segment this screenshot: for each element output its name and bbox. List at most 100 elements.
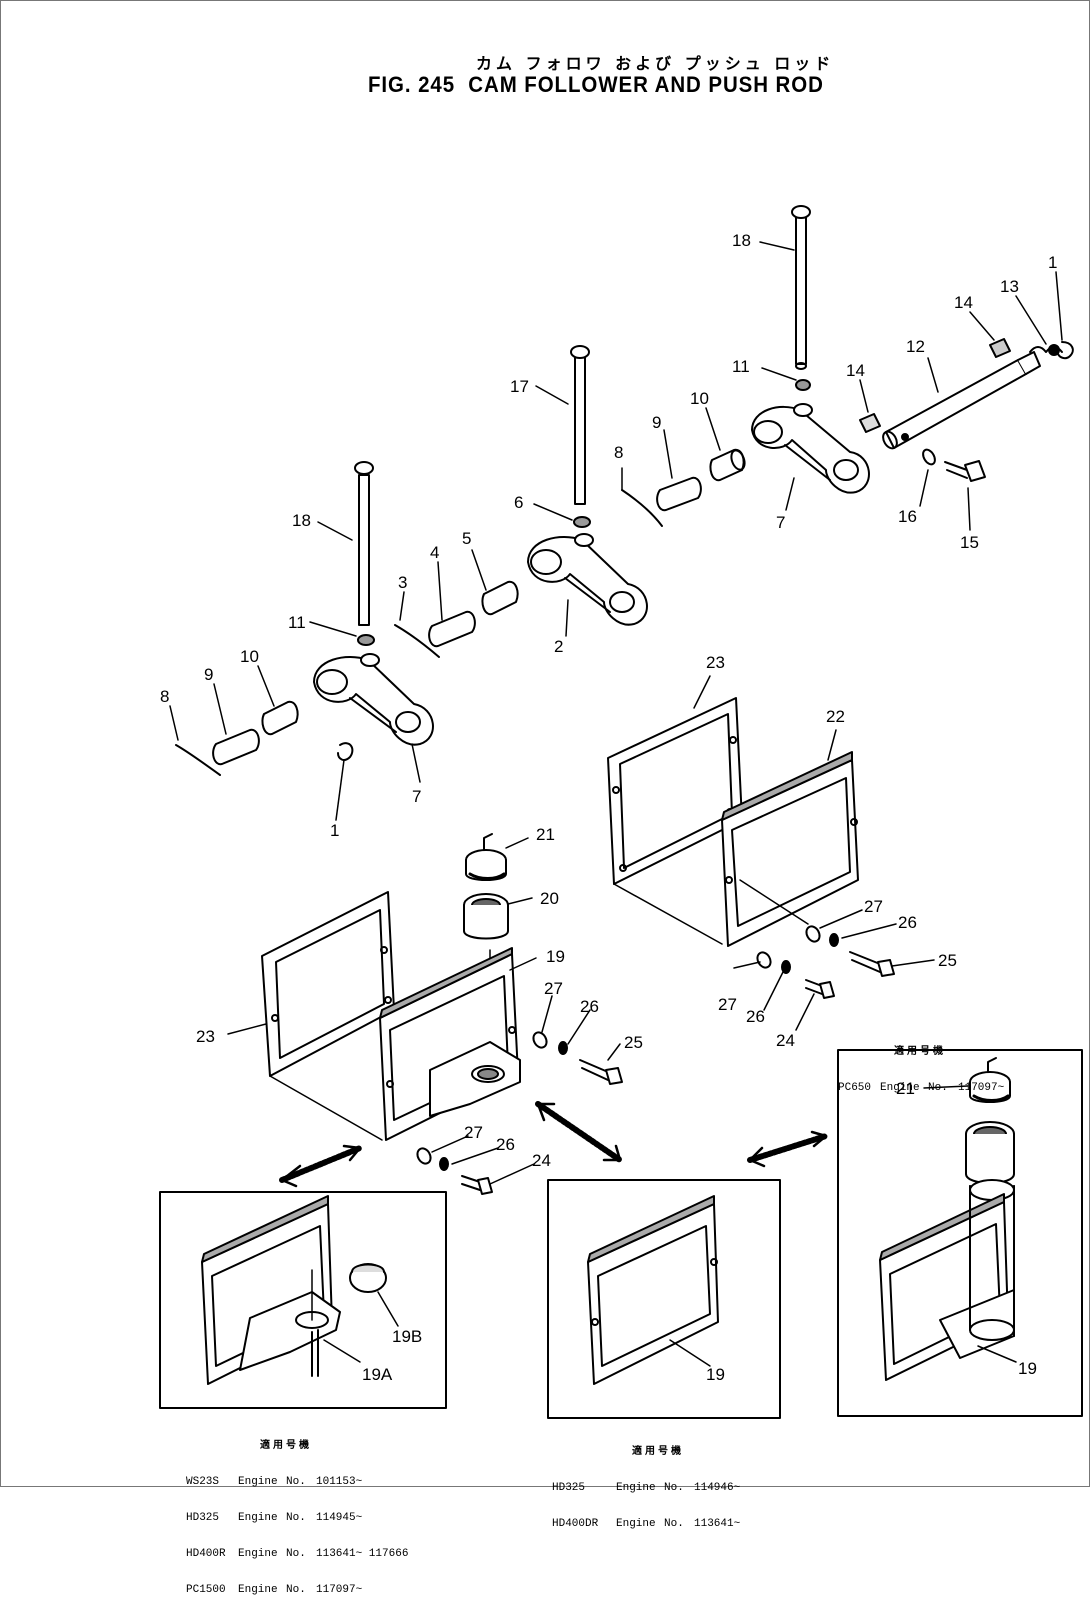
- variant-box-middle: [547, 1179, 781, 1419]
- cover-19A: [201, 1195, 341, 1385]
- bushing-10-lower: [261, 700, 299, 736]
- snap-ring-1-lower: [337, 742, 354, 761]
- callout-13: 13: [1000, 277, 1019, 296]
- callout-3: 3: [398, 573, 407, 592]
- cover-19-right: [879, 1185, 1015, 1381]
- callout-26-left-upper: 26: [580, 997, 599, 1016]
- callout-10-upper: 10: [690, 389, 709, 408]
- leader-line-23-right: [613, 883, 723, 945]
- arrow-to-variant-right: [747, 1130, 829, 1168]
- callout-18-upper: 18: [732, 231, 751, 250]
- callout-22: 22: [826, 707, 845, 726]
- callout-24-right: 24: [776, 1031, 795, 1050]
- snap-ring-13-spring: [1029, 344, 1063, 356]
- bolt-24-right: [805, 979, 835, 999]
- bolt-24-left: [461, 1175, 493, 1195]
- plug-14-lower: [859, 413, 881, 433]
- cover-19-middle: [587, 1195, 719, 1385]
- cover-22-right: [721, 751, 859, 947]
- shaft-end-8-upper: [621, 489, 663, 527]
- snap-ring-1-upper: [1057, 341, 1074, 360]
- callout-25-left: 25: [624, 1033, 643, 1052]
- callout-12: 12: [906, 337, 925, 356]
- callout-leaders: [169, 241, 1063, 1367]
- callout-19: 19: [546, 947, 565, 966]
- element-20-right: [965, 1121, 1015, 1184]
- callout-21: 21: [536, 825, 555, 844]
- variant-box-right: [837, 1049, 1083, 1417]
- callout-19-middle: 19: [706, 1365, 725, 1384]
- callout-8-lower: 8: [160, 687, 169, 706]
- breather-21: [465, 833, 507, 881]
- callout-27-left-lower: 27: [464, 1123, 483, 1142]
- gasket-23-right: [607, 697, 743, 885]
- cam-follower-7-lower: [313, 653, 434, 746]
- arrow-to-variant-middle: [535, 1101, 623, 1163]
- callout-7-lower: 7: [412, 787, 421, 806]
- cam-follower-7-upper: [751, 403, 870, 494]
- variant-box-left: [159, 1191, 447, 1409]
- callout-14-lower: 14: [846, 361, 865, 380]
- washer-26-left-upper: [558, 1041, 568, 1055]
- pushrod-18-lower: [354, 461, 374, 626]
- figure-caption: CAM FOLLOWER AND PUSH ROD: [468, 72, 824, 97]
- bolt-25-left: [579, 1059, 623, 1085]
- arrow-to-variant-left: [279, 1144, 363, 1188]
- washer-27-left-lower: [416, 1147, 432, 1165]
- callout-11-lower: 11: [288, 613, 306, 632]
- callout-6: 6: [514, 493, 523, 512]
- callout-9-lower: 9: [204, 665, 213, 684]
- callout-9-upper: 9: [652, 413, 661, 432]
- cap-19B: [349, 1263, 387, 1293]
- leader-line-23-left: [269, 1075, 383, 1141]
- washer-27-left-upper: [532, 1031, 548, 1049]
- note-heading: 適用号機: [894, 1046, 946, 1057]
- callout-2: 2: [554, 637, 563, 656]
- leader-line-22: [739, 879, 809, 925]
- element-20: [463, 893, 509, 940]
- callout-21-right: 21: [896, 1079, 915, 1098]
- breather-21-right: [969, 1057, 1011, 1103]
- cover-19: [379, 947, 521, 1141]
- washer-26-right-upper: [829, 933, 839, 947]
- callout-7-upper: 7: [776, 513, 785, 532]
- callout-19-right: 19: [1018, 1359, 1037, 1378]
- title-japanese: カム フォロワ および プッシュ ロッド: [476, 54, 835, 73]
- callout-8-upper: 8: [614, 443, 623, 462]
- bolt-25-right: [849, 951, 895, 977]
- pin-9-upper: [656, 476, 702, 512]
- callout-1-lower: 1: [330, 821, 339, 840]
- pin-4: [428, 610, 476, 648]
- note-heading: 適用号機: [260, 1440, 312, 1451]
- figure-title: FIG. 245 CAM FOLLOWER AND PUSH ROD: [368, 72, 824, 98]
- cup-11-lower: [357, 634, 375, 646]
- callout-26-right-upper: 26: [898, 913, 917, 932]
- cam-follower-2: [527, 533, 648, 626]
- callout-23-left: 23: [196, 1027, 215, 1046]
- callout-27-right-lower: 27: [718, 995, 737, 1014]
- callout-27-right-upper: 27: [864, 897, 883, 916]
- washer-27-right-lower: [756, 951, 772, 969]
- callout-20: 20: [540, 889, 559, 908]
- plug-14-upper: [989, 338, 1011, 358]
- callout-23-right: 23: [706, 653, 725, 672]
- callout-15: 15: [960, 533, 979, 552]
- shaft-12: [882, 351, 1041, 450]
- callout-26-right-lower: 26: [746, 1007, 765, 1026]
- callout-4: 4: [430, 543, 439, 562]
- cup-6: [573, 516, 591, 528]
- pushrod-18-upper: [791, 205, 811, 370]
- callout-27-left-upper: 27: [544, 979, 563, 998]
- cup-11-upper: [795, 379, 811, 391]
- callout-19B: 19B: [392, 1327, 422, 1346]
- note-heading: 適用号機: [632, 1446, 684, 1457]
- callout-11-upper: 11: [732, 357, 750, 376]
